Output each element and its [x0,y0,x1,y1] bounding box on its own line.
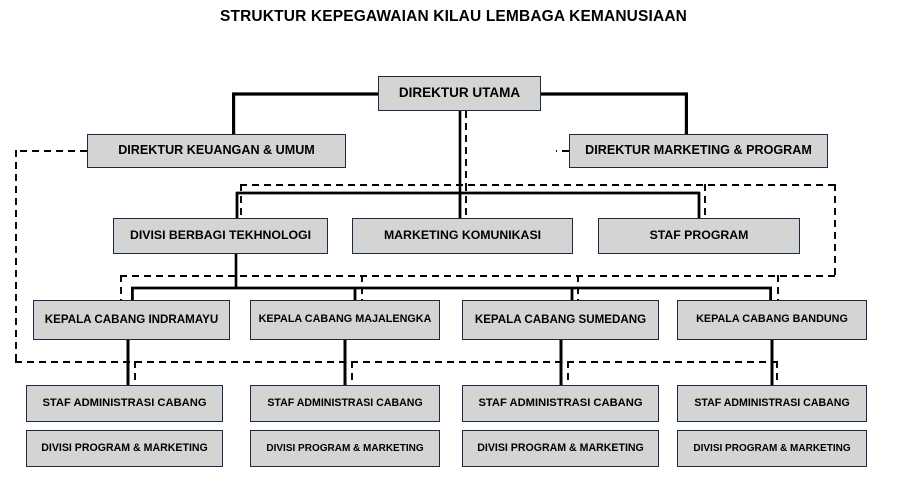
node-label: DIVISI PROGRAM & MARKETING [266,443,424,454]
node-direktur-keuangan-umum[interactable]: DIREKTUR KEUANGAN & UMUM [87,134,346,168]
node-label: STAF PROGRAM [649,228,749,243]
node-kepala-cabang-indramayu[interactable]: KEPALA CABANG INDRAMAYU [33,300,230,340]
node-divisi-berbagi-tekhnologi[interactable]: DIVISI BERBAGI TEKHNOLOGI [113,218,328,254]
node-label: DIREKTUR UTAMA [398,85,521,101]
node-label: STAF ADMINISTRASI CABANG [42,397,207,410]
node-kepala-cabang-majalengka[interactable]: KEPALA CABANG MAJALENGKA [250,300,440,340]
node-divisi-program-marketing-4[interactable]: DIVISI PROGRAM & MARKETING [677,430,867,467]
node-label: DIVISI PROGRAM & MARKETING [41,441,208,454]
node-staf-administrasi-cabang-1[interactable]: STAF ADMINISTRASI CABANG [26,385,223,422]
node-staf-administrasi-cabang-2[interactable]: STAF ADMINISTRASI CABANG [250,385,440,422]
node-staf-administrasi-cabang-4[interactable]: STAF ADMINISTRASI CABANG [677,385,867,422]
page-title: STRUKTUR KEPEGAWAIAN KILAU LEMBAGA KEMAN… [219,8,688,25]
node-label: DIVISI PROGRAM & MARKETING [693,443,851,454]
node-divisi-program-marketing-2[interactable]: DIVISI PROGRAM & MARKETING [250,430,440,467]
node-label: STAF ADMINISTRASI CABANG [267,396,423,409]
node-kepala-cabang-sumedang[interactable]: KEPALA CABANG SUMEDANG [462,300,659,340]
node-label: MARKETING KOMUNIKASI [383,228,542,243]
node-label: DIVISI PROGRAM & MARKETING [477,441,644,454]
node-direktur-utama[interactable]: DIREKTUR UTAMA [378,76,541,111]
node-label: DIREKTUR MARKETING & PROGRAM [585,143,812,158]
node-divisi-program-marketing-3[interactable]: DIVISI PROGRAM & MARKETING [462,430,659,467]
node-label: KEPALA CABANG SUMEDANG [474,312,647,326]
node-label: STAF ADMINISTRASI CABANG [694,396,850,409]
node-staf-administrasi-cabang-3[interactable]: STAF ADMINISTRASI CABANG [462,385,659,422]
node-label: KEPALA CABANG MAJALENGKA [258,313,432,326]
node-direktur-marketing-program[interactable]: DIREKTUR MARKETING & PROGRAM [569,134,828,168]
node-label: KEPALA CABANG BANDUNG [696,313,848,326]
node-label: STAF ADMINISTRASI CABANG [478,397,643,410]
node-label: KEPALA CABANG INDRAMAYU [44,312,219,326]
node-label: DIVISI BERBAGI TEKHNOLOGI [129,228,312,243]
node-marketing-komunikasi[interactable]: MARKETING KOMUNIKASI [352,218,573,254]
node-kepala-cabang-bandung[interactable]: KEPALA CABANG BANDUNG [677,300,867,340]
node-label: DIREKTUR KEUANGAN & UMUM [118,143,315,158]
node-staf-program[interactable]: STAF PROGRAM [598,218,800,254]
node-divisi-program-marketing-1[interactable]: DIVISI PROGRAM & MARKETING [26,430,223,467]
